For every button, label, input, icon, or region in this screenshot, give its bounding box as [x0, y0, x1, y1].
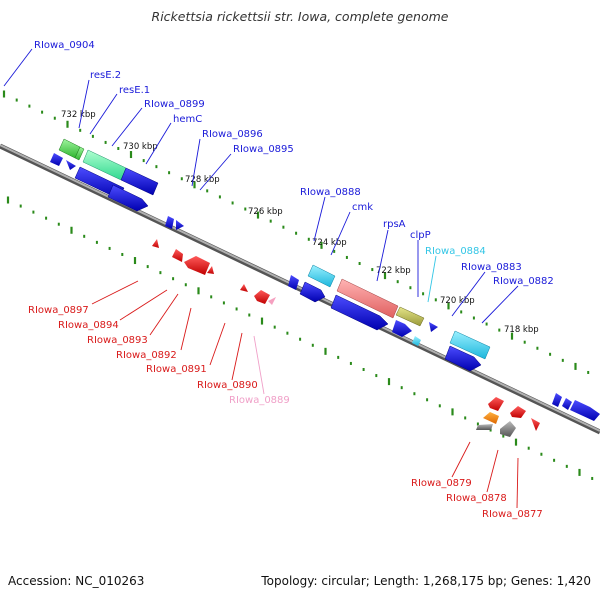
- topology-text: Topology: circular; Length: 1,268,175 bp…: [261, 574, 591, 588]
- gene-feature[interactable]: [531, 418, 540, 431]
- gene-feature[interactable]: [299, 281, 326, 303]
- kbp-label: 726 kbp: [248, 207, 283, 217]
- gene-feature[interactable]: [66, 160, 76, 170]
- gene-feature[interactable]: [184, 256, 210, 275]
- gene-label[interactable]: resE.1: [119, 85, 150, 96]
- gene-label[interactable]: RIowa_0895: [233, 144, 294, 155]
- gene-feature[interactable]: [336, 278, 399, 319]
- gene-label[interactable]: RIowa_0883: [461, 262, 522, 273]
- kbp-label: 718 kbp: [504, 325, 539, 335]
- gene-feature[interactable]: [412, 336, 421, 346]
- gene-feature[interactable]: [552, 393, 562, 407]
- forward-label-leaders: [3, 48, 519, 324]
- gene-feature[interactable]: [307, 264, 336, 288]
- gene-feature[interactable]: [120, 167, 159, 196]
- page-title: Rickettsia rickettsii str. Iowa, complet…: [151, 9, 449, 24]
- reverse-gene-labels: RIowa_0897 RIowa_0894 RIowa_0893 RIowa_0…: [28, 305, 543, 520]
- gene-label[interactable]: RIowa_0897: [28, 305, 89, 316]
- gene-feature[interactable]: [74, 146, 85, 161]
- gene-feature[interactable]: [172, 249, 183, 262]
- gene-feature[interactable]: [152, 239, 159, 248]
- gene-feature[interactable]: [570, 400, 600, 421]
- gene-feature[interactable]: [288, 275, 299, 290]
- gene-feature[interactable]: [268, 297, 276, 305]
- gene-label[interactable]: RIowa_0892: [116, 350, 177, 361]
- kbp-label: 728 kbp: [185, 175, 220, 185]
- gene-feature[interactable]: [476, 424, 493, 430]
- gene-label[interactable]: cmk: [352, 202, 373, 213]
- gene-feature[interactable]: [165, 216, 174, 229]
- gene-feature[interactable]: [240, 284, 248, 292]
- gene-label[interactable]: RIowa_0899: [144, 99, 205, 110]
- gene-feature[interactable]: [562, 398, 572, 410]
- gene-feature[interactable]: [500, 421, 516, 437]
- gene-label[interactable]: RIowa_0878: [446, 493, 507, 504]
- gene-label[interactable]: RIowa_0894: [58, 320, 119, 331]
- gene-label[interactable]: RIowa_0879: [411, 478, 472, 489]
- gene-label[interactable]: RIowa_0882: [493, 276, 554, 287]
- gene-feature[interactable]: [50, 153, 63, 166]
- gene-feature[interactable]: [330, 294, 389, 331]
- gene-feature[interactable]: [444, 345, 482, 372]
- reverse-label-leaders: [91, 280, 519, 509]
- gene-label[interactable]: RIowa_0893: [87, 335, 148, 346]
- gene-feature[interactable]: [510, 406, 526, 418]
- kbp-label: 722 kbp: [376, 266, 411, 276]
- gene-feature[interactable]: [449, 330, 491, 360]
- accession-text: Accession: NC_010263: [8, 574, 145, 588]
- gene-feature[interactable]: [392, 320, 412, 337]
- gene-feature[interactable]: [483, 412, 499, 424]
- gene-label[interactable]: RIowa_0904: [34, 40, 95, 51]
- gene-label[interactable]: hemC: [173, 114, 202, 125]
- gene-feature[interactable]: [488, 397, 504, 411]
- gene-feature[interactable]: [107, 184, 149, 212]
- kbp-label: 724 kbp: [312, 238, 347, 248]
- gene-label[interactable]: RIowa_0891: [146, 364, 207, 375]
- scale-ticks-upper: [2, 90, 590, 374]
- gene-feature[interactable]: [254, 290, 270, 304]
- gene-feature[interactable]: [176, 220, 184, 230]
- gene-label[interactable]: RIowa_0890: [197, 380, 258, 391]
- gene-label[interactable]: RIowa_0896: [202, 129, 263, 140]
- gene-label[interactable]: RIowa_0889: [229, 395, 290, 406]
- kbp-label: 720 kbp: [440, 296, 475, 306]
- kbp-scale-labels: 732 kbp 730 kbp 728 kbp 726 kbp 724 kbp …: [61, 110, 539, 335]
- scale-ticks-lower: [6, 196, 594, 480]
- gene-feature[interactable]: [207, 266, 214, 274]
- gene-label[interactable]: RIowa_0884: [425, 246, 486, 257]
- kbp-label: 732 kbp: [61, 110, 96, 120]
- forward-gene-features: [50, 138, 600, 421]
- forward-gene-labels: RIowa_0904 resE.2 resE.1 RIowa_0899 hemC…: [34, 40, 554, 287]
- gene-label[interactable]: rpsA: [383, 219, 406, 230]
- genome-backbone: [0, 143, 600, 435]
- gene-label[interactable]: clpP: [410, 230, 431, 241]
- gene-label[interactable]: resE.2: [90, 70, 121, 81]
- gene-label[interactable]: RIowa_0888: [300, 187, 361, 198]
- gene-feature[interactable]: [395, 306, 425, 327]
- gene-feature[interactable]: [429, 322, 438, 332]
- kbp-label: 730 kbp: [123, 142, 158, 152]
- gene-label[interactable]: RIowa_0877: [482, 509, 543, 520]
- reverse-gene-features: [152, 239, 540, 437]
